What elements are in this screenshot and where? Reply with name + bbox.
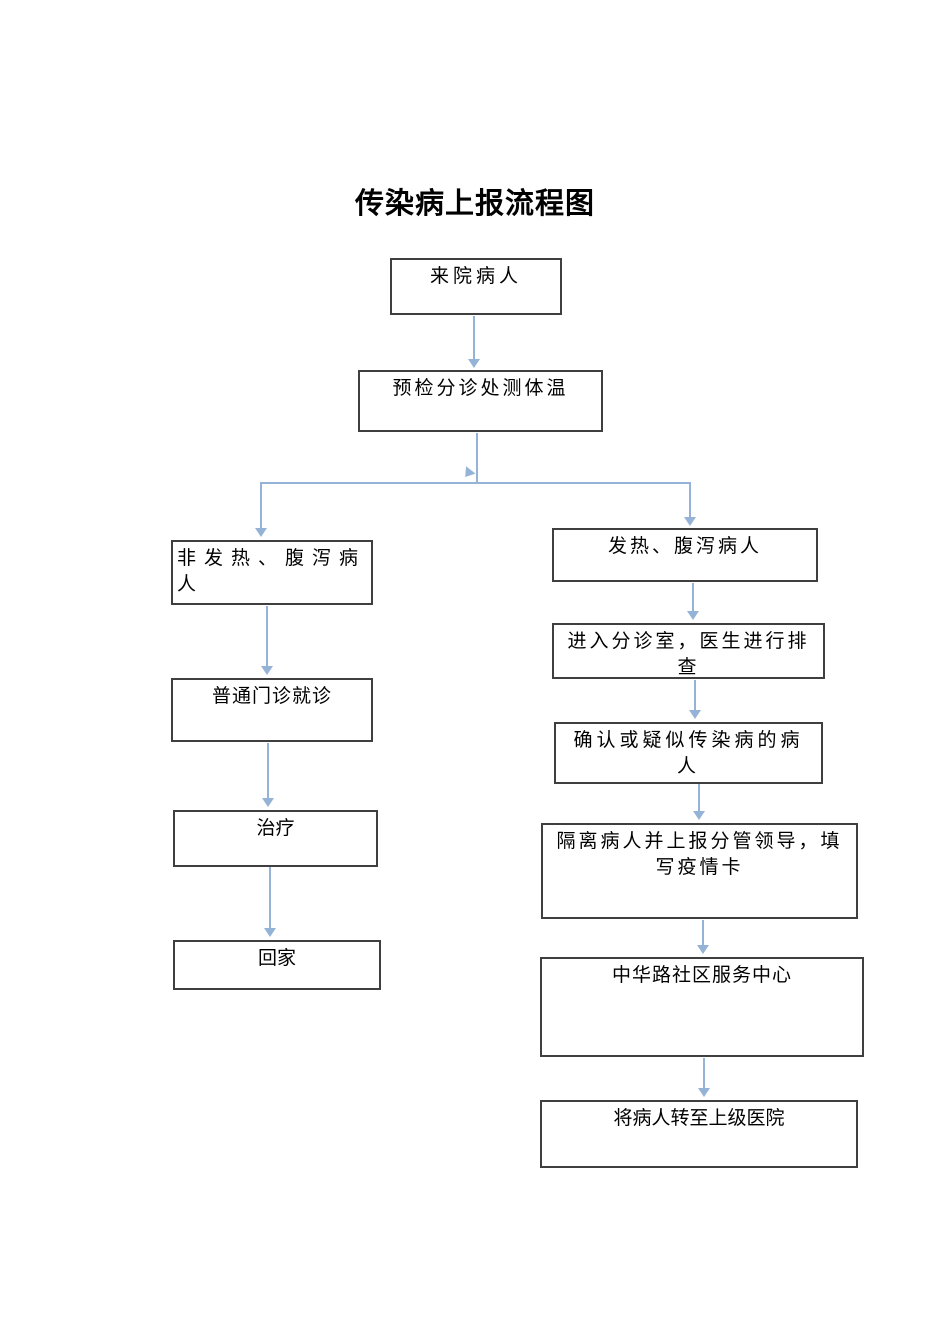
arrow-community-to-transfer-line <box>703 1058 705 1089</box>
arrow-confirmed-to-isolate-head-icon <box>693 811 705 820</box>
node-treatment: 治疗 <box>173 810 378 867</box>
arrow-treatment-to-home-line <box>269 867 271 929</box>
arrow-community-to-transfer-head-icon <box>698 1088 710 1097</box>
arrow-isolate-to-community-head-icon <box>697 945 709 954</box>
page-title: 传染病上报流程图 <box>354 188 595 220</box>
node-general-outpatient: 普通门诊就诊 <box>171 678 373 742</box>
node-go-home: 回家 <box>173 940 381 990</box>
arrow-triage-to-branch-line <box>476 433 478 482</box>
branch-horizontal-line <box>260 482 691 484</box>
arrow-branch-to-fever-head-icon <box>684 517 696 526</box>
arrow-branch-junction-head-icon <box>460 466 476 481</box>
node-arrive-patient: 来院病人 <box>390 258 562 315</box>
node-triage-room-doctor-screening: 进入分诊室，医生进行排 查 <box>552 623 825 679</box>
node-confirmed-or-suspected-infectious: 确认或疑似传染病的病 人 <box>554 722 823 784</box>
node-transfer-to-higher-hospital: 将病人转至上级医院 <box>540 1100 858 1168</box>
arrow-fever-to-triage-room-line <box>692 583 694 612</box>
arrow-isolate-to-community-line <box>702 920 704 946</box>
arrow-branch-to-fever-line <box>689 482 691 518</box>
arrow-arrive-to-triage-line <box>473 316 475 360</box>
arrow-triage-room-to-confirmed-line <box>694 680 696 711</box>
node-fever-diarrhea-patient: 发热、腹泻病人 <box>552 528 818 582</box>
arrow-triage-room-to-confirmed-head-icon <box>689 710 701 719</box>
arrow-branch-to-non-fever-line <box>260 482 262 529</box>
node-non-fever-diarrhea-patient: 非发热、腹泻病 人 <box>171 540 373 605</box>
node-community-service-center: 中华路社区服务中心 <box>540 957 864 1057</box>
arrow-outpatient-to-treatment-line <box>267 743 269 799</box>
arrow-non-fever-to-outpatient-head-icon <box>261 666 273 675</box>
node-pre-check-temperature: 预检分诊处测体温 <box>358 370 603 432</box>
arrow-treatment-to-home-head-icon <box>264 928 276 937</box>
arrow-branch-to-non-fever-head-icon <box>255 528 267 537</box>
arrow-outpatient-to-treatment-head-icon <box>262 798 274 807</box>
arrow-arrive-to-triage-head-icon <box>468 359 480 368</box>
arrow-confirmed-to-isolate-line <box>698 784 700 812</box>
node-isolate-and-report-epidemic-card: 隔离病人并上报分管领导，填 写疫情卡 <box>541 823 858 919</box>
arrow-fever-to-triage-room-head-icon <box>687 611 699 620</box>
arrow-non-fever-to-outpatient-line <box>266 606 268 667</box>
